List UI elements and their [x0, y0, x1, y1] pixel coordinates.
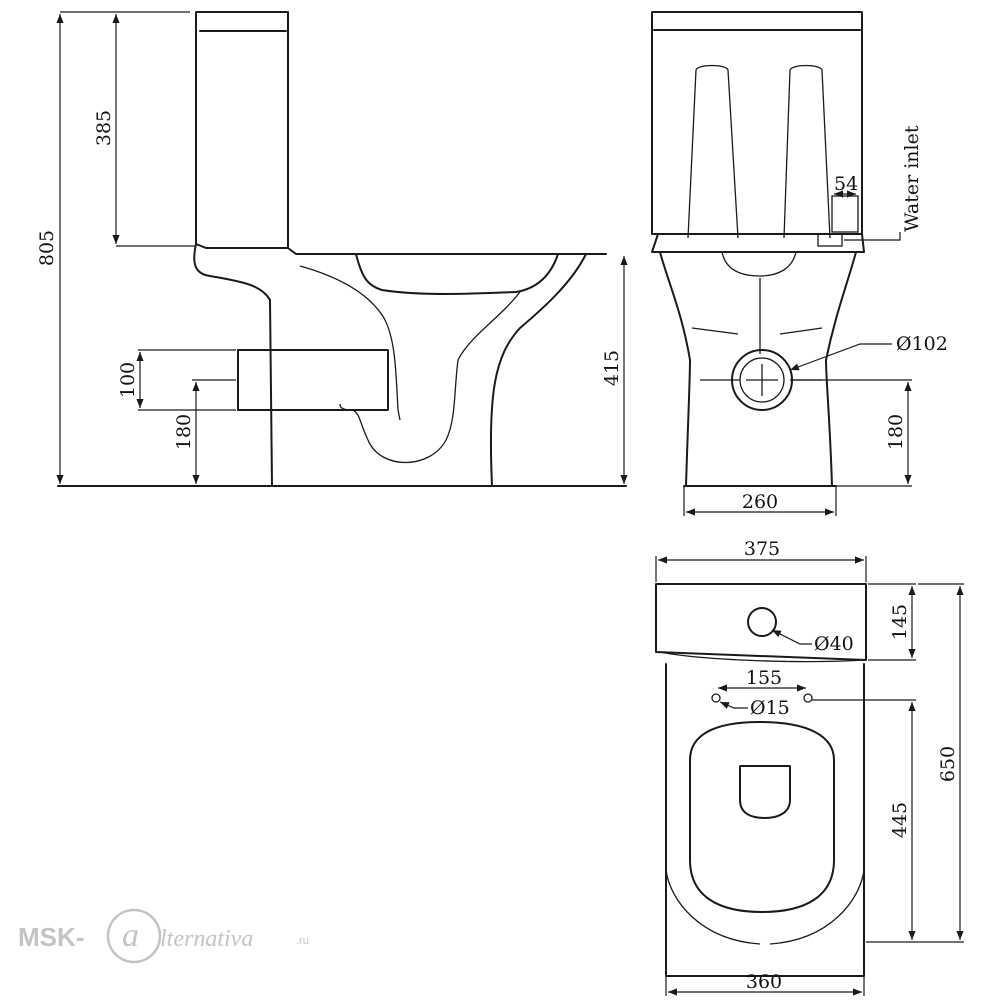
dim-15-leader	[719, 701, 748, 709]
trap-end	[397, 409, 401, 421]
watermark-prefix: MSK-	[18, 922, 84, 952]
top-view: Ø40 155 Ø15 375 145 650 445	[655, 538, 964, 996]
trap-way	[299, 265, 399, 411]
top-cistern	[655, 583, 867, 661]
water-inlet-label: Water inlet	[901, 125, 923, 232]
dim-180-side-label: 180	[173, 414, 195, 450]
front-seat-band	[651, 233, 865, 253]
outlet-spigot	[237, 349, 389, 411]
dim-15-label: Ø15	[750, 697, 790, 719]
dim-415-label: 415	[601, 350, 623, 386]
bowl-rim	[339, 291, 521, 463]
dim-445-label: 445	[889, 802, 911, 838]
front-bowl-body	[659, 251, 857, 487]
flush-button	[747, 607, 777, 637]
side-view: 805 385 100 180 415	[36, 11, 628, 487]
dim-102-label: Ø102	[896, 333, 948, 355]
dim-805-label: 805	[36, 230, 58, 266]
front-view: 54 Water inlet Ø102 180 260	[651, 11, 948, 516]
dim-385-label: 385	[93, 110, 115, 146]
top-bowl-outline	[665, 663, 865, 977]
dim-260-label: 260	[742, 491, 778, 513]
dim-102-leader	[789, 343, 892, 371]
dim-650-label: 650	[937, 746, 959, 782]
watermark-circle	[106, 908, 162, 964]
front-bowl-inner	[721, 251, 797, 277]
water-inlet-box	[831, 195, 859, 233]
dim-40-leader	[771, 629, 812, 645]
dim-54-label: 54	[834, 173, 858, 195]
seat-cutout	[739, 765, 791, 819]
front-waist	[691, 327, 823, 381]
dim-40-label: Ø40	[814, 633, 854, 655]
dim-155-label: 155	[746, 667, 782, 689]
outlet-inner-circle	[739, 357, 785, 403]
toilet-seat	[689, 721, 835, 913]
dim-375-label: 375	[744, 538, 780, 560]
dim-180-front-label: 180	[885, 414, 907, 450]
watermark-suffix: lternativa	[160, 926, 253, 952]
dim-100-label: 100	[117, 362, 139, 398]
dim-360-label: 360	[746, 971, 782, 993]
dim-145-label: 145	[889, 604, 911, 640]
watermark-letter: a	[122, 917, 139, 954]
bowl-inner	[355, 253, 559, 295]
watermark-tld: .ru	[296, 935, 309, 947]
front-fin-left	[687, 64, 739, 239]
fixing-hole-right	[803, 693, 813, 703]
top-bowl-side	[665, 869, 865, 945]
bowl-outline	[193, 243, 607, 487]
fixing-hole-left	[711, 693, 721, 703]
front-cistern	[651, 11, 863, 235]
cistern-outline	[195, 11, 289, 249]
watermark: MSK- a lternativa .ru	[18, 908, 309, 964]
front-fin-right	[783, 64, 831, 239]
water-inlet-valve	[817, 233, 843, 247]
top-cistern-edge	[659, 651, 865, 663]
water-inlet-leader	[844, 232, 901, 241]
